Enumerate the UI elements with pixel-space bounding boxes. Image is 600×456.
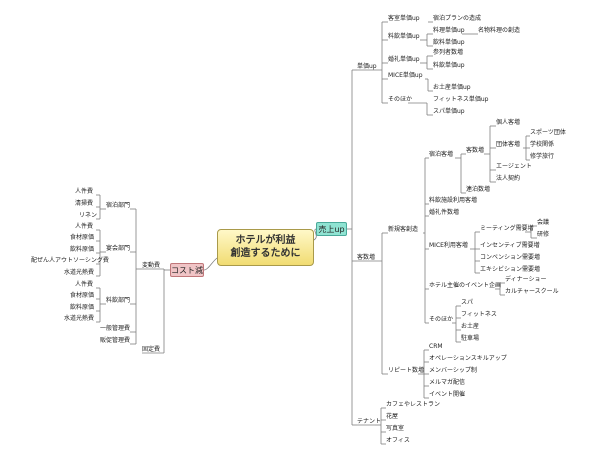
node-study-trip[interactable]: 修学旅行 <box>530 153 555 160</box>
node-dinner-show[interactable]: ディナーショー <box>505 276 547 283</box>
node-spa-price-up[interactable]: スパ単価up <box>433 108 465 115</box>
node-parking[interactable]: 駐車場 <box>461 335 480 342</box>
node-price-other[interactable]: そのほか <box>388 96 413 103</box>
node-general-admin[interactable]: 一般管理費 <box>100 325 131 332</box>
central-topic-line1: ホテルが利益 <box>235 235 296 246</box>
node-food-price-up[interactable]: 料理単価up <box>433 27 465 34</box>
node-hotel-events[interactable]: ホテル主催のイベント企画 <box>429 282 502 289</box>
node-customer-count-up[interactable]: 客数増 <box>357 254 376 261</box>
node-consecutive-nights[interactable]: 連泊数増 <box>466 186 491 193</box>
node-banquet-dept[interactable]: 宴会部門 <box>106 245 131 252</box>
node-room-price-up[interactable]: 客室単価up <box>388 15 420 22</box>
node-mice-customers[interactable]: MICE利用客増 <box>429 242 468 249</box>
node-signature-dish[interactable]: 名物料理の創造 <box>478 27 521 34</box>
node-dining-drink[interactable]: 飲料原価 <box>70 304 95 311</box>
node-spa[interactable]: スパ <box>461 299 474 306</box>
node-event-hosting[interactable]: イベント開催 <box>429 391 466 398</box>
node-individual-guests[interactable]: 個人客増 <box>496 119 521 126</box>
node-drink-price-up[interactable]: 飲料単価up <box>433 39 465 46</box>
node-tenant[interactable]: テナント <box>357 418 382 425</box>
node-dining-food[interactable]: 食材原価 <box>70 292 95 299</box>
node-fixed-cost[interactable]: 固定費 <box>142 346 161 353</box>
node-photo-studio[interactable]: 写真室 <box>386 425 405 432</box>
node-school-groups[interactable]: 学校関係 <box>530 141 555 148</box>
node-convention-demand[interactable]: コンベンション需要増 <box>480 254 541 261</box>
node-office[interactable]: オフィス <box>386 437 410 444</box>
node-new-customers[interactable]: 新規客創造 <box>388 226 419 233</box>
node-agent[interactable]: エージェント <box>496 163 532 170</box>
node-guest-count-up[interactable]: 参列者数増 <box>433 49 464 56</box>
node-unit-price-up[interactable]: 単価up <box>357 63 377 70</box>
node-dining-dept[interactable]: 料飲部門 <box>106 297 131 304</box>
node-membership[interactable]: メンバーシップ制 <box>429 367 477 374</box>
node-cleaning[interactable]: 清掃費 <box>75 200 94 207</box>
node-staff-outsourcing[interactable]: 配ぜん人アウトソーシング費 <box>31 257 109 264</box>
node-souvenir-price-up[interactable]: お土産単価up <box>433 84 471 91</box>
node-souvenir[interactable]: お土産 <box>461 323 480 330</box>
node-lodging-plan[interactable]: 宿泊プランの造成 <box>433 15 482 22</box>
node-banquet-food[interactable]: 食材原価 <box>70 234 95 241</box>
node-lodging-dept[interactable]: 宿泊部門 <box>106 202 131 209</box>
node-fitness-price-up[interactable]: フィットネス単価up <box>433 96 489 103</box>
node-corporate-contract[interactable]: 法人契約 <box>496 175 521 182</box>
node-lodging-guests-up[interactable]: 宿泊客増 <box>429 151 454 158</box>
node-banquet-labor[interactable]: 人件費 <box>75 223 94 230</box>
node-banquet-utilities[interactable]: 水道光熱費 <box>64 269 95 276</box>
branch-cost-down[interactable]: コスト減 <box>170 263 204 277</box>
node-wedding-price-up[interactable]: 婚礼単価up <box>388 56 420 63</box>
node-repeat-customers[interactable]: リピート数増 <box>388 367 425 374</box>
node-dining-labor[interactable]: 人件費 <box>75 281 94 288</box>
node-wedding-cuisine-price-up[interactable]: 料飲単価up <box>433 62 465 69</box>
node-conference[interactable]: 会議 <box>537 219 550 226</box>
node-florist[interactable]: 花屋 <box>386 413 399 420</box>
branch-sales-up[interactable]: 売上up <box>316 222 347 236</box>
node-wedding-count[interactable]: 婚礼件数増 <box>429 209 460 216</box>
node-lodging-labor[interactable]: 人件費 <box>75 188 94 195</box>
node-crm[interactable]: CRM <box>429 343 443 350</box>
node-meeting-demand[interactable]: ミーティング需要増 <box>480 225 534 232</box>
node-exhibition-demand[interactable]: エキシビション需要増 <box>480 266 541 273</box>
node-group-guests[interactable]: 団体客増 <box>496 141 521 148</box>
node-linen[interactable]: リネン <box>79 212 98 219</box>
node-dining-utilities[interactable]: 水道光熱費 <box>64 315 95 322</box>
node-operation-skill[interactable]: オペレーションスキルアップ <box>429 355 507 362</box>
node-newsletter[interactable]: メルマガ配信 <box>429 379 466 386</box>
node-lodging-count-up[interactable]: 客数増 <box>466 147 485 154</box>
node-cuisine-price-up[interactable]: 料飲単価up <box>388 33 420 40</box>
node-banquet-drink[interactable]: 飲料原価 <box>70 246 95 253</box>
node-incentive-demand[interactable]: インセンティブ需要増 <box>480 242 540 249</box>
node-training[interactable]: 研修 <box>537 231 550 238</box>
node-new-other[interactable]: そのほか <box>429 316 454 323</box>
node-mice-price-up[interactable]: MICE単価up <box>388 72 423 79</box>
node-sports-groups[interactable]: スポーツ団体 <box>530 129 566 136</box>
node-culture-school[interactable]: カルチャースクール <box>505 288 559 295</box>
node-variable-cost[interactable]: 変動費 <box>142 262 161 269</box>
node-fitness[interactable]: フィットネス <box>461 311 497 318</box>
node-sales-admin[interactable]: 販促管理費 <box>100 337 131 344</box>
node-dining-customers[interactable]: 料飲施設利用客増 <box>429 197 478 204</box>
central-topic[interactable]: ホテルが利益 創造するために <box>217 229 314 266</box>
node-cafe-restaurant[interactable]: カフェやレストラン <box>386 401 441 408</box>
central-topic-line2: 創造するために <box>230 248 301 259</box>
